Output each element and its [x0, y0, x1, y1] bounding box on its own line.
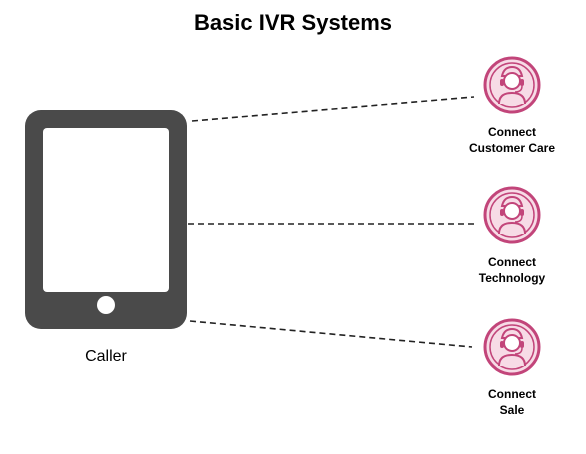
diagram-title: Basic IVR Systems: [193, 10, 393, 35]
headset-agent-icon: [483, 318, 541, 376]
headset-agent-icon: [483, 56, 541, 114]
connector-customer-care: [191, 96, 475, 122]
connector-sale: [189, 320, 473, 348]
tablet-screen: [43, 128, 169, 292]
agent-label: Connect Sale: [488, 387, 536, 417]
agent-label: Connect Technology: [478, 255, 546, 285]
tablet-icon: [25, 110, 187, 329]
caller-label: Caller: [85, 348, 127, 365]
headset-agent-icon: [483, 186, 541, 244]
agent-label: Connect Customer Care: [468, 125, 556, 155]
tablet-home-button: [97, 296, 115, 314]
